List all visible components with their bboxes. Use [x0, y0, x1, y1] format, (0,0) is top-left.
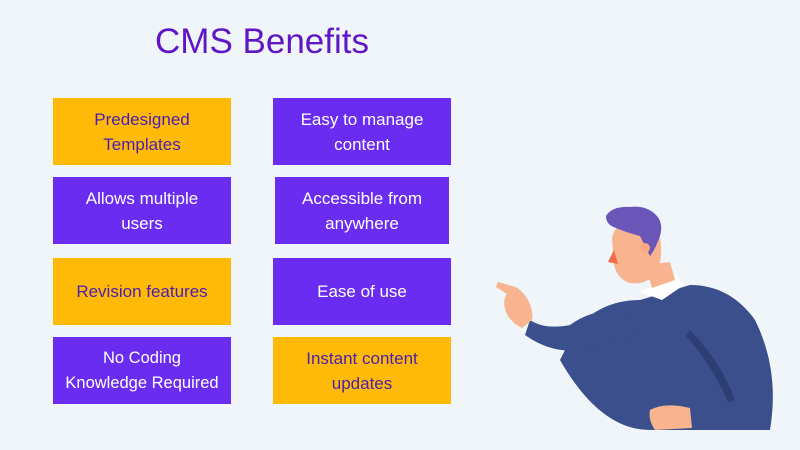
benefit-label: Instant content updates [306, 348, 418, 393]
page-title: CMS Benefits [155, 22, 369, 61]
benefit-label: Allows multiple users [85, 188, 199, 233]
benefit-label: Ease of use [317, 282, 407, 301]
pointing-hand [496, 282, 533, 328]
sweater-arm [525, 310, 640, 351]
benefit-label: Accessible from anywhere [302, 188, 422, 233]
nose [608, 250, 618, 264]
pointing-man-illustration [496, 206, 773, 430]
benefit-card-predesigned-templates: Predesigned Templates [53, 98, 231, 165]
benefit-label: Easy to manage content [300, 109, 424, 154]
benefit-card-no-coding: No Coding Knowledge Required [53, 337, 231, 404]
benefit-label: Revision features [76, 282, 208, 301]
benefit-card-multiple-users: Allows multiple users [53, 177, 231, 244]
benefit-card-instant-updates: Instant content updates [273, 337, 451, 404]
benefit-label: Predesigned Templates [94, 109, 190, 154]
benefit-card-revision-features: Revision features [53, 258, 231, 325]
benefit-label: No Coding Knowledge Required [65, 348, 219, 392]
benefit-card-accessible-anywhere: Accessible from anywhere [275, 177, 449, 244]
lower-hand [649, 405, 692, 430]
ear [640, 243, 650, 253]
benefit-card-easy-to-manage: Easy to manage content [273, 98, 451, 165]
benefit-card-ease-of-use: Ease of use [273, 258, 451, 325]
